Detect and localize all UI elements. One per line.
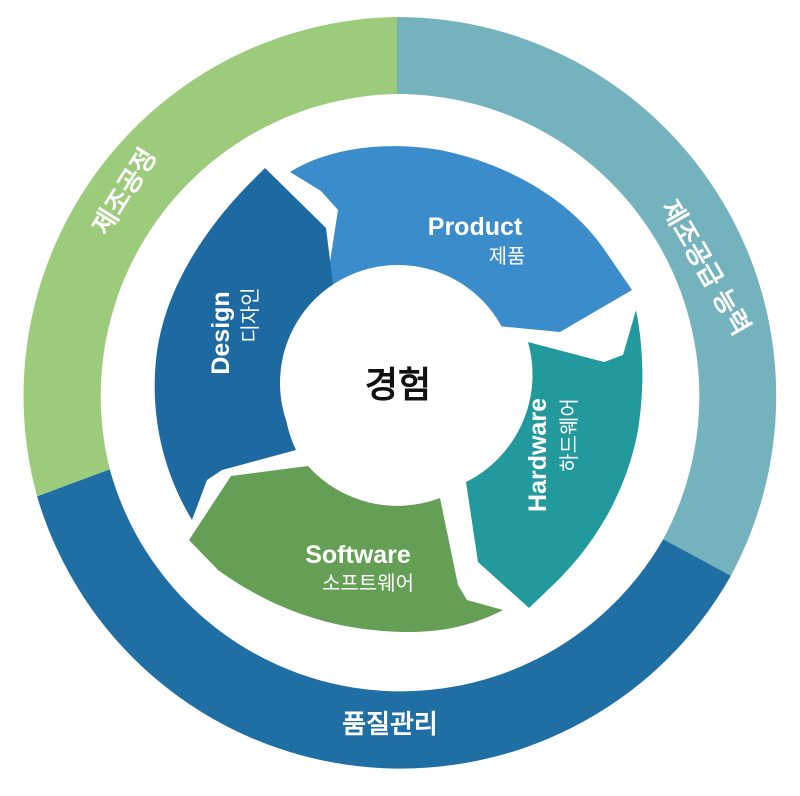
center-label: 경험	[365, 364, 431, 405]
cycle-arrow-product	[290, 146, 632, 332]
product-label-ko: 제품	[489, 245, 526, 268]
outer-ring-segment-manufacturing-process	[23, 17, 398, 497]
design-label-ko: 디자인	[239, 287, 262, 342]
hardware-label-ko: 하드웨어	[558, 398, 581, 472]
cycle-arrow-design	[154, 168, 335, 520]
hardware-label-en: Hardware	[524, 398, 552, 512]
outer-ring-segment-manufacturing-supply	[397, 16, 777, 576]
cycle-arrow-hardware	[466, 310, 643, 608]
outer-ring-segment-quality-control	[37, 469, 731, 769]
design-label-en: Design	[207, 291, 235, 374]
software-label-ko: 소프트웨어	[322, 572, 414, 595]
outer-ring-label-quality-control: 품질관리	[342, 709, 438, 739]
product-label-en: Product	[428, 213, 523, 241]
center-circle	[280, 265, 516, 501]
cycle-arrow-software	[189, 466, 503, 632]
software-label-en: Software	[305, 541, 411, 569]
